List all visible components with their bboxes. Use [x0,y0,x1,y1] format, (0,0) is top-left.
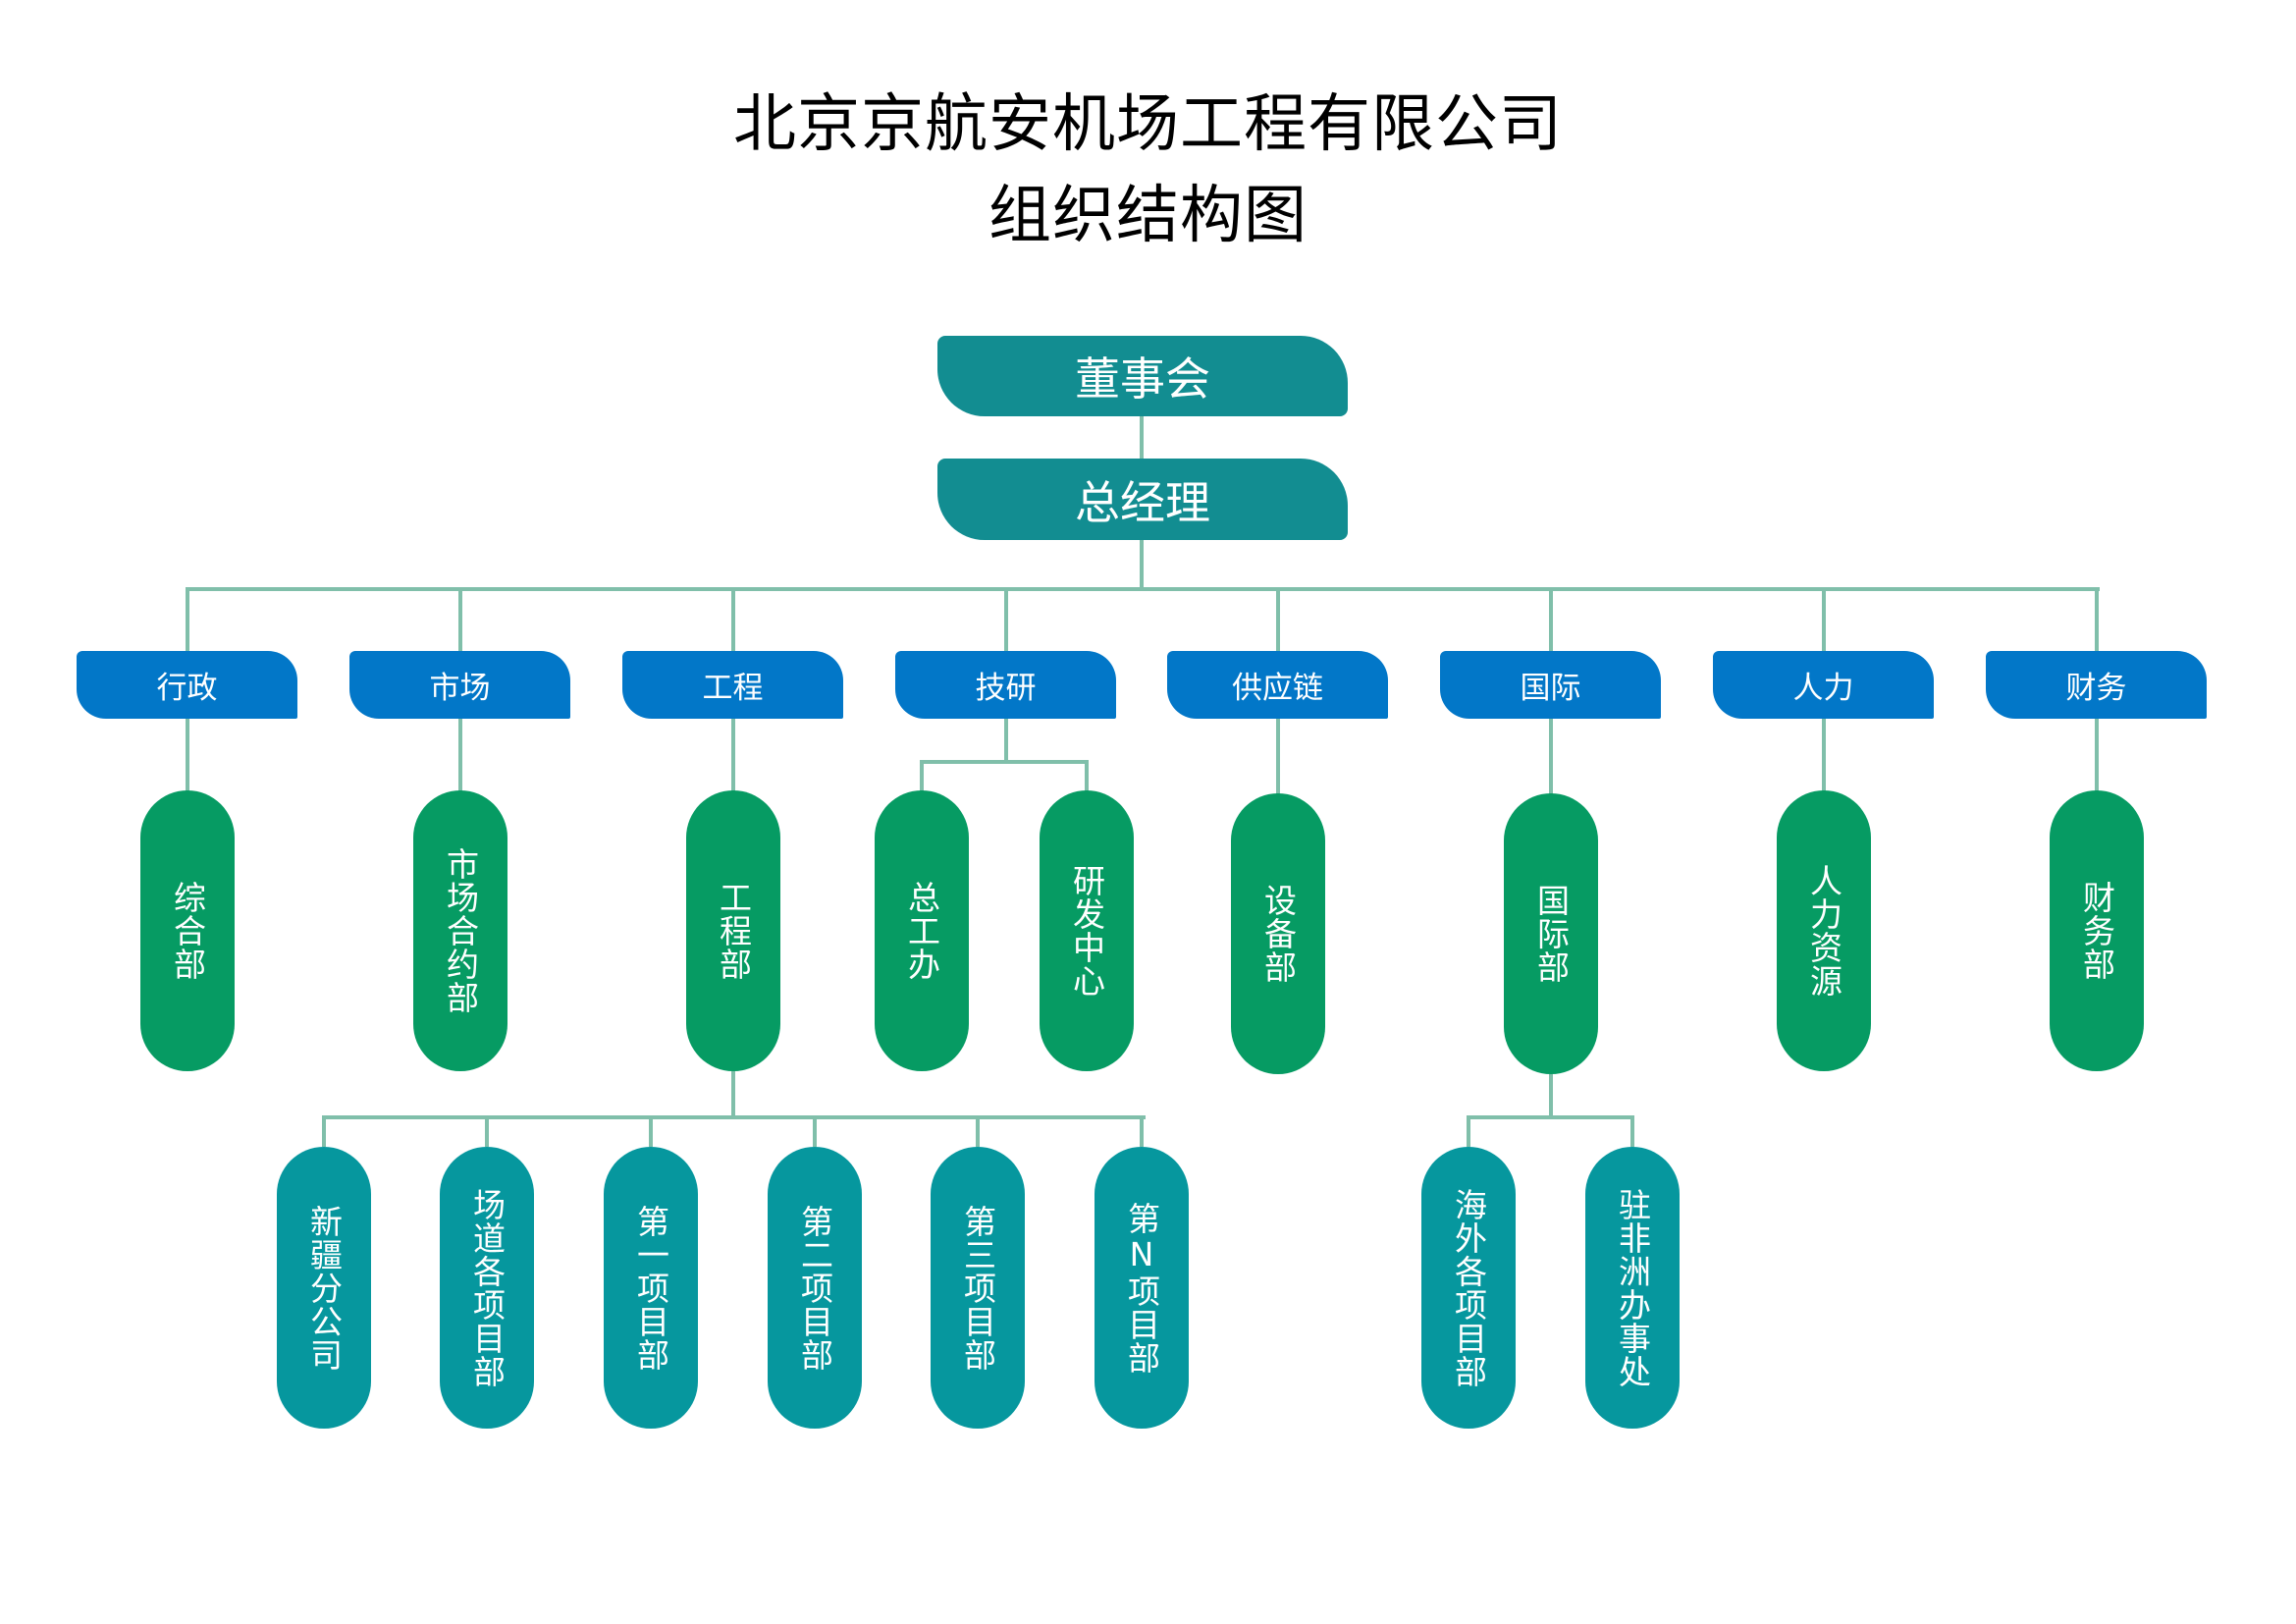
unit-label: 研发中心 [1067,864,1106,998]
connector-dept-drop [2095,587,2099,651]
dept-node-market[interactable]: 市场 [349,651,570,719]
connector-dept-drop [186,587,189,651]
unit-label: 财务部 [2077,881,2116,981]
dept-label: 人力 [1792,671,1854,706]
connector-unit-drop [1822,719,1826,792]
unit-label: 工程部 [714,881,753,981]
subunit-node[interactable]: 海外各项目部 [1421,1147,1516,1429]
connector-dept-drop [731,587,735,651]
connector-dept-drop [1004,587,1008,651]
connector-dept-drop [458,587,462,651]
unit-node[interactable]: 研发中心 [1040,790,1134,1071]
connector-dept-drop [1276,587,1280,651]
dept-label: 工程 [702,671,764,706]
connector-subunit-drop [1630,1115,1634,1147]
subunit-node[interactable]: 第一项目部 [604,1147,698,1429]
connector-subunit-drop [976,1115,980,1147]
general-manager-label: 总经理 [1075,475,1210,529]
board-label: 董事会 [1075,352,1210,406]
unit-label: 人力资源 [1804,864,1843,998]
connector-unit-bus [920,760,1089,764]
connector-subunit-bus [322,1115,1146,1119]
subunit-label: 新疆分公司 [304,1204,344,1372]
unit-node[interactable]: 市场合约部 [413,790,507,1071]
dept-label: 财务 [2065,671,2127,706]
connector-subunit-drop [1140,1115,1144,1147]
dept-label: 技研 [975,671,1037,706]
dept-node-admin[interactable]: 行政 [77,651,297,719]
dept-node-supply-chain[interactable]: 供应链 [1167,651,1388,719]
connector-board-gm [1140,416,1144,459]
subunit-label: 第一项目部 [631,1204,670,1372]
subunit-label: 第三项目部 [958,1204,997,1372]
subunit-node[interactable]: 新疆分公司 [277,1147,371,1429]
connector-unit-drop [2095,719,2099,792]
connector-unit-drop [1276,719,1280,795]
subunit-node[interactable]: 第N项目部 [1095,1147,1189,1429]
subunit-label: 场道各项目部 [467,1187,507,1388]
connector-dept-drop [1822,587,1826,651]
unit-node[interactable]: 设备部 [1231,793,1325,1074]
dept-node-international[interactable]: 国际 [1440,651,1661,719]
unit-node[interactable]: 工程部 [686,790,780,1071]
unit-label: 综合部 [168,881,207,981]
connector-unit-drop [731,719,735,792]
dept-label: 国际 [1520,671,1581,706]
connector-dept-bus [186,587,2100,591]
connector-unit-drop [920,760,924,792]
subunit-node[interactable]: 场道各项目部 [440,1147,534,1429]
board-of-directors-node[interactable]: 董事会 [937,336,1348,416]
unit-node[interactable]: 人力资源 [1777,790,1871,1071]
dept-node-engineering[interactable]: 工程 [622,651,843,719]
connector-subunit-drop [322,1115,326,1147]
connector-subunit-bus [1467,1115,1634,1119]
subunit-label: 第N项目部 [1122,1201,1161,1375]
general-manager-node[interactable]: 总经理 [937,459,1348,540]
unit-node[interactable]: 总工办 [875,790,969,1071]
dept-node-finance[interactable]: 财务 [1986,651,2207,719]
dept-node-tech-research[interactable]: 技研 [895,651,1116,719]
connector-subunit-drop [485,1115,489,1147]
connector-dept-drop [1549,587,1553,651]
dept-node-hr[interactable]: 人力 [1713,651,1934,719]
unit-node[interactable]: 国际部 [1504,793,1598,1074]
chart-title: 北京京航安机场工程有限公司 [733,88,1563,161]
chart-subtitle: 组织结构图 [988,180,1308,252]
connector-subunit-drop [1467,1115,1470,1147]
subunit-node[interactable]: 驻非洲办事处 [1585,1147,1680,1429]
subunit-label: 驻非洲办事处 [1613,1187,1652,1388]
unit-label: 总工办 [902,881,941,981]
connector-unit-drop [1085,760,1089,792]
subunit-node[interactable]: 第二项目部 [768,1147,862,1429]
connector-unit-drop [1004,719,1008,762]
connector-subunit-trunk [731,1071,735,1119]
connector-subunit-trunk [1549,1074,1553,1119]
unit-label: 国际部 [1531,884,1571,984]
connector-subunit-drop [649,1115,653,1147]
connector-subunit-drop [813,1115,817,1147]
dept-label: 市场 [429,671,491,706]
connector-unit-drop [458,719,462,792]
subunit-label: 第二项目部 [795,1204,834,1372]
dept-label: 供应链 [1232,671,1323,706]
subunit-label: 海外各项目部 [1449,1187,1488,1388]
dept-label: 行政 [156,671,218,706]
connector-unit-drop [1549,719,1553,795]
unit-node[interactable]: 综合部 [140,790,235,1071]
connector-unit-drop [186,719,189,792]
unit-label: 设备部 [1258,884,1298,984]
unit-label: 市场合约部 [441,847,480,1014]
unit-node[interactable]: 财务部 [2050,790,2144,1071]
connector-gm-trunk [1140,540,1144,591]
subunit-node[interactable]: 第三项目部 [931,1147,1025,1429]
